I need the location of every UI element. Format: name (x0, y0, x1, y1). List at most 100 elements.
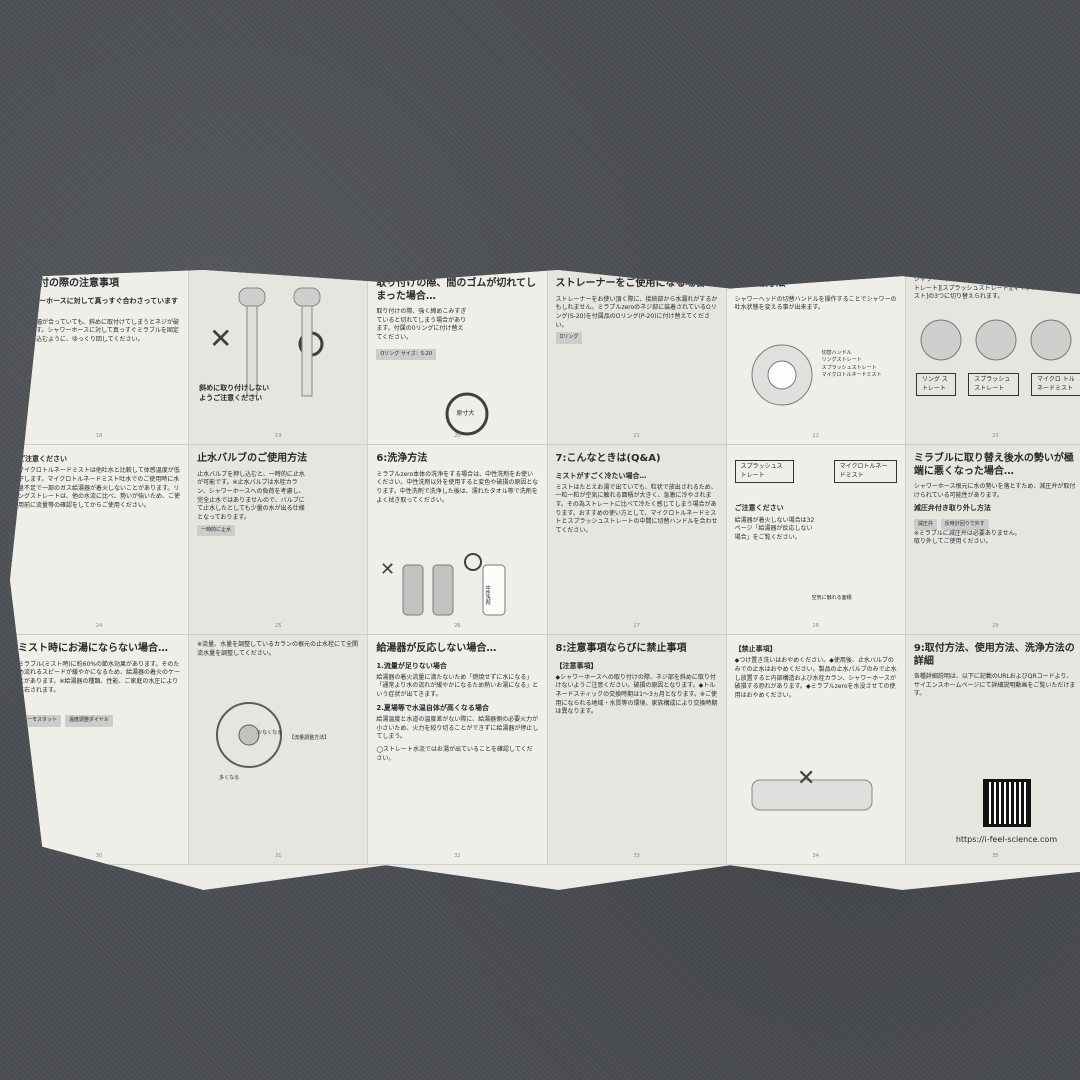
case-2-heading: 2.夏場等で水温自体が高くなる場合 (376, 703, 489, 712)
panel-body: ◆つけ置き洗いはおやめください。◆使用後、止水バルブのみでの止水はおやめください… (734, 657, 897, 699)
page-number: 25 (275, 622, 282, 629)
panel-26: 6:洗浄方法 ミラブルzero本体の洗浄をする場合は、中性洗剤をお使いください。… (368, 445, 548, 635)
adjust-title: 【流量調整方法】 (289, 735, 330, 741)
panel-title: 取り付けの際、間のゴムが切れてしまった場合… (376, 278, 537, 302)
splash-label: スプラッシュストレート (734, 460, 794, 484)
panel-22: 5:使用方法 シャワーヘッドの切替ハンドルを操作することでシャワーの吐水状態を変… (726, 270, 906, 445)
page-number: 28 (812, 622, 819, 629)
panel-21: ストレーナーをご使用になる場合… ストレーナーをお使い頂く際に、接続部から水漏れ… (547, 270, 727, 445)
panel-32: 給湯器が反応しない場合… 1.流量が足りない場合 給湯器の着火流量に満たないため… (368, 635, 548, 865)
panel-title: ミスト時にお湯にならない場合… (18, 643, 168, 654)
panel-24: ご注意ください マイクロトルネードミストは他吐水と比較して体感温度が低下します。… (10, 445, 190, 635)
panel-body: シャワーヘッドの切替ハンドルを操作することでシャワーの吐水状態を変える事が出来ま… (734, 295, 897, 312)
case-1-body: 給湯器の着火流量に満たないため「燃焼せずに水になる」「通常より水の流れが緩やかに… (376, 673, 539, 699)
panel-title: 9:取付方法、使用方法、洗浄方法の詳細 (913, 643, 1075, 667)
panel-subtitle: 【注意事項】 (555, 661, 598, 670)
panel-19: ✕ 斜めに取り付けしないようご注意ください 19 (189, 270, 369, 445)
panel-34: 【禁止事項】 ◆つけ置き洗いはおやめください。◆使用後、止水バルブのみでの止水は… (726, 635, 906, 865)
panel-subtitle: 【禁止事項】 (734, 645, 777, 653)
note-text: ※ミラブルに減圧弁は必要ありません。 (913, 529, 1021, 537)
panel-body: マイクロトルネードミストは他吐水と比較して体感温度が低下します。マイクロトルネー… (18, 467, 181, 509)
detergent-bottles-illustration: ✕ (380, 553, 506, 616)
panel-body: ※流量、水量を調整しているカランの根元の止水栓にて全開流水量を調整してください。 (197, 641, 359, 657)
panel-body: シャワーホース根元に水の勢いを落とすため、減圧弁が取付けられている可能性がありま… (913, 483, 1076, 499)
panel-body: 給湯器が着火しない場合は32ページ「給湯器が反応しない場合」をご覧ください。 (734, 516, 815, 541)
panel-title: 止水バルブのご使用方法 (197, 453, 308, 464)
panel-23: シャワーヘッドの切替ハンドルを操作することで[リングストレート][スプラッシュス… (905, 270, 1080, 445)
mist-label: マイクロトルネードミスト (833, 460, 897, 484)
no-soaking-illustration: ✕ (751, 766, 873, 811)
panel-subtitle: シャワーホースに対して真っすぐ合わさっていますか? (18, 296, 179, 315)
air-area-label: 空気に触れる面積 (811, 595, 852, 601)
panel-body: ストレーナーをお使い頂く際に、接続部から水漏れがするかもしれません。ミラブルze… (555, 295, 718, 329)
micro-tornado-label: マイクロ トルネードミスト (1030, 373, 1080, 397)
page-number: 33 (633, 852, 640, 859)
rotate-label: 反時計回りで外す (940, 518, 989, 530)
mode-labels: スプラッシュストレート マイクロトルネードミスト (734, 457, 897, 484)
ring-straight-label: リング ストレート (915, 373, 957, 397)
splash-straight-label: スプラッシュ ストレート (968, 373, 1019, 397)
panel-29: ミラブルに取り替え後水の勢いが極端に悪くなった場合… シャワーホース根元に水の勢… (905, 445, 1080, 635)
panel-title: ストレーナーをご使用になる場合… (555, 278, 716, 289)
neutral-detergent-label: 中性洗剤 (484, 585, 491, 605)
mode-label-list: 切替ハンドル リングストレート スプラッシュストレート マイクロトルネードミスト (822, 350, 882, 379)
page-number: 31 (275, 852, 282, 859)
page-number: 20 (454, 432, 461, 439)
qr-code-icon[interactable] (982, 779, 1031, 827)
temp-dial-label: 温度調整ダイヤル (64, 715, 113, 727)
panel-subtitle: ご注意ください (734, 504, 784, 513)
stop-label: 一時的に止水 (197, 524, 236, 536)
o-ring-icon (445, 392, 489, 436)
page-number: 18 (95, 432, 103, 439)
page-number: 34 (812, 852, 819, 859)
svg-text:✕: ✕ (797, 766, 815, 791)
panel-title: 給湯器が反応しない場合… (376, 643, 497, 654)
mode-buttons: リング ストレート スプラッシュ ストレート マイクロ トルネードミスト (915, 370, 1080, 397)
panel-31: ※流量、水量を調整しているカランの根元の止水栓にて全開流水量を調整してください。… (189, 635, 369, 865)
panel-body: ミストはたとえお湯で出ていても、粒状で放出されるため、一粒一粒が空気に触れる面積… (555, 483, 718, 535)
panel-subtitle: 斜めに取り付けしないようご注意ください (199, 384, 270, 403)
three-mode-icons (920, 319, 1072, 361)
svg-text:✕: ✕ (380, 559, 395, 580)
page-number: 23 (992, 432, 999, 439)
mode-label: マイクロトルネードミスト (821, 371, 882, 378)
panel-subtitle: ご注意ください (18, 455, 67, 463)
panel-body: ミラブル(ミスト時)に約60%の節水効果があります。そのため流れるスピードが緩や… (18, 660, 181, 694)
page-number: 30 (95, 852, 103, 859)
case-1-heading: 1.流量が足りない場合 (376, 661, 447, 670)
page-number: 35 (992, 852, 999, 859)
panel-28: スプラッシュストレート マイクロトルネードミスト ご注意ください 給湯器が着火し… (726, 445, 906, 635)
less-label: 少なくなる (257, 730, 283, 736)
panel-title: 7:こんなときは(Q&A) (555, 453, 661, 464)
panel-title: ミラブルに取り替え後水の勢いが極端に悪くなった場合… (913, 453, 1074, 477)
panel-title: 8:注意事項ならびに禁止事項 (555, 643, 687, 654)
panel-18: 4:取付の際の注意事項 シャワーホースに対して真っすぐ合わさっていますか? ネジ… (10, 270, 190, 445)
mode-label: リングストレート (821, 357, 862, 364)
case-2-body: 給湯温度と水道の温度差がない際に、給湯器側の必要火力が小さいため、火力を絞り切る… (376, 715, 539, 741)
panel-33: 8:注意事項ならびに禁止事項 【注意事項】 ◆シャワーホースへの取り付けの際、ネ… (547, 635, 727, 865)
mode-label: スプラッシュストレート (821, 364, 877, 371)
shower-head-illustration: ✕ (209, 287, 324, 397)
panel-title: 4:取付の際の注意事項 (18, 278, 119, 289)
panel-body: 取り付けの際、強く締めこみすぎていると切れてしまう場合があります。付属の0リング… (376, 308, 467, 342)
folded-instruction-sheet: 4:取付の際の注意事項 シャワーホースに対して真っすぐ合わさっていますか? ネジ… (10, 270, 1080, 890)
page-number: 22 (812, 432, 819, 439)
mode-label: 切替ハンドル (821, 350, 852, 356)
panel-body: ミラブルzero本体の洗浄をする場合は、中性洗剤をお使いください。中性洗剤以外を… (376, 470, 539, 504)
note-text-2: 取り外してご使用ください。 (913, 538, 992, 546)
panel-body: ◆シャワーホースへの取り付けの際、ネジ部を斜めに取り付けないようご注意ください。… (555, 673, 718, 716)
note-text: ◯ストレート水流ではお湯が出ていることを確認してください。 (376, 745, 533, 762)
panel-title: 6:洗浄方法 (376, 453, 428, 464)
more-label: 多くなる (219, 775, 240, 781)
website-url[interactable]: https://i-feel-science.com (955, 835, 1058, 845)
actual-size-label: 原寸大 (456, 410, 475, 417)
page-number: 21 (633, 432, 640, 439)
panel-grid: 4:取付の際の注意事項 シャワーホースに対して真っすぐ合わさっていますか? ネジ… (10, 270, 1080, 890)
panel-subtitle: ミストがすごく冷たい場合… (555, 471, 647, 480)
page-number: 32 (454, 852, 461, 859)
panel-25: 止水バルブのご使用方法 止水バルブを押し込むと、一時的に止水が可能です。※止水バ… (189, 445, 369, 635)
panel-20: 取り付けの際、間のゴムが切れてしまった場合… 取り付けの際、強く締めこみすぎてい… (368, 270, 548, 445)
page-number: 26 (454, 622, 461, 629)
o-ring-label: Oリング サイズ：S-20 (376, 348, 437, 360)
panel-35: 9:取付方法、使用方法、洗浄方法の詳細 各種詳細説明は、以下に記載のURLおよび… (905, 635, 1080, 865)
